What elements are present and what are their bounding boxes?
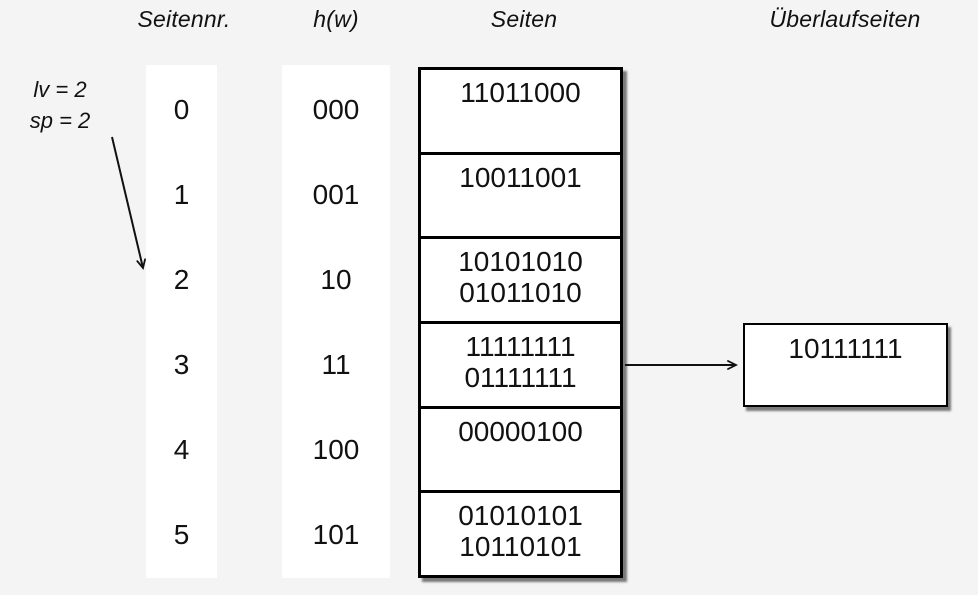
hash-value-cell: 101 [312,519,360,551]
page-entry: 00000100 [458,415,583,447]
overflow-page-entry: 10111111 [788,333,903,364]
page-entry: 11011000 [460,77,581,108]
seitennr-cell: 5 [173,519,190,551]
column-header-ueberlaufseiten: Überlaufseiten [769,6,921,32]
page-box-0: 11011000 [421,70,620,155]
page-stack: 11011000 10011001 10101010 01011010 1111… [418,67,623,578]
page-entry: 10011001 [459,161,582,193]
page-entry: 10101010 [458,246,583,278]
split-pointer-value: sp = 2 [29,108,91,133]
level-value: lv = 2 [33,77,87,102]
level-splitpointer-annotation: lv = 2 sp = 2 [14,74,106,136]
hash-value-cell: 11 [321,349,351,381]
seitennr-cell: 3 [173,349,190,381]
seitennr-cell: 4 [173,434,190,466]
column-header-seiten: Seiten [490,6,558,32]
column-header-seitennr: Seitennr. [137,6,231,32]
hash-value-cell: 10 [320,263,352,295]
page-box-1: 10011001 [421,155,620,240]
hash-value-cell: 000 [312,93,360,125]
page-entry: 10110101 [459,531,582,563]
page-box-4: 00000100 [421,409,620,494]
seitennr-cell: 1 [173,178,190,210]
seitennr-cell: 2 [173,263,190,295]
hash-value-column: 000 001 10 11 100 101 [282,65,390,578]
page-box-2: 10101010 01011010 [421,239,620,325]
column-header-hw: h(w) [313,6,359,32]
page-box-5: 01010101 10110101 [421,493,620,575]
hash-value-cell: 100 [312,434,360,466]
page-entry: 11111111 [465,331,576,363]
seitennr-cell: 0 [173,93,190,125]
split-pointer-arrow [111,136,146,270]
hash-value-cell: 001 [312,178,360,210]
seitennr-column: 0 1 2 3 4 5 [146,65,217,578]
page-entry: 01010101 [458,500,583,532]
page-entry: 01111111 [464,362,577,394]
overflow-page-box: 10111111 [743,323,948,407]
page-box-3: 11111111 01111111 [421,324,620,409]
page-entry: 01011010 [459,277,582,309]
